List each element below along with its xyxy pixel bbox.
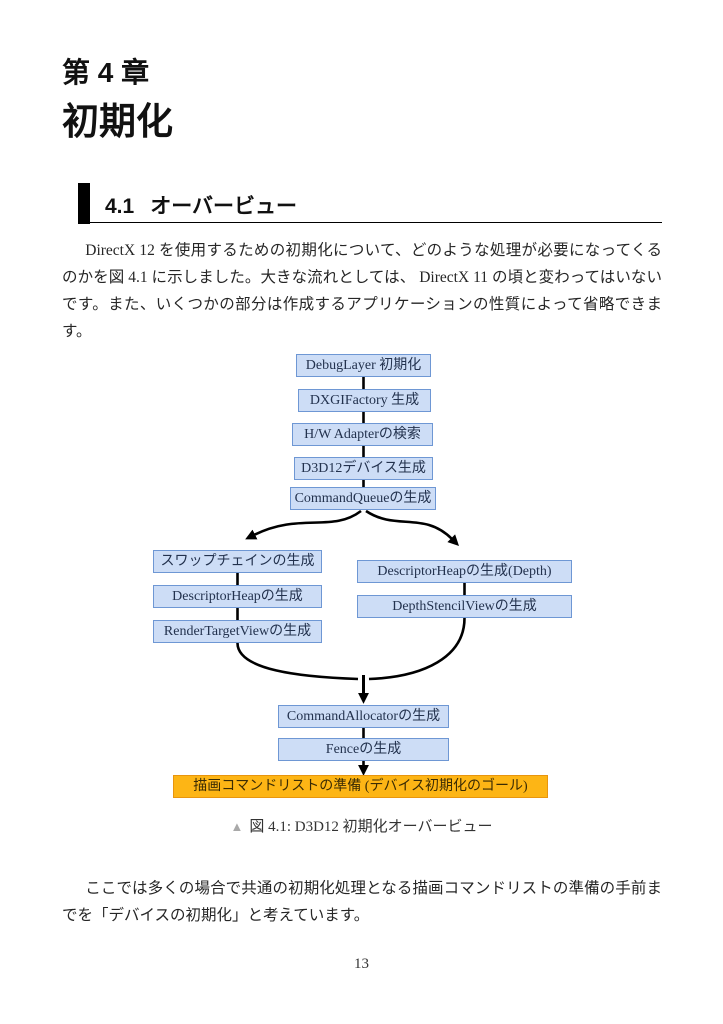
flow-node-debuglayer: DebugLayer 初期化: [296, 354, 431, 377]
figure-caption-text: 図 4.1: D3D12 初期化オーバービュー: [249, 819, 493, 835]
flow-node-swapchain: スワップチェインの生成: [153, 550, 322, 573]
flow-node-fence: Fenceの生成: [278, 738, 449, 761]
flow-node-dxgifactory: DXGIFactory 生成: [298, 389, 431, 412]
flow-node-rendertargetview: RenderTargetViewの生成: [153, 620, 322, 643]
flow-node-d3d12-device: D3D12デバイス生成: [294, 457, 433, 480]
page-number: 13: [354, 956, 369, 972]
section-title: 4.1 オーバービュー: [105, 190, 297, 220]
flow-node-commandqueue: CommandQueueの生成: [290, 487, 436, 510]
caption-triangle-icon: ▲: [230, 819, 244, 834]
flow-node-depthstencilview: DepthStencilViewの生成: [357, 595, 572, 618]
section-marker-bar: [78, 183, 90, 224]
intro-paragraph: DirectX 12 を使用するための初期化について、どのような処理が必要になっ…: [62, 242, 662, 340]
section-heading: 4.1 オーバービュー: [78, 183, 662, 224]
section-title-text: オーバービュー: [150, 195, 297, 218]
flow-node-commandallocator: CommandAllocatorの生成: [278, 705, 449, 728]
flow-node-descriptorheap-depth: DescriptorHeapの生成(Depth): [357, 560, 572, 583]
flow-node-hw-adapter: H/W Adapterの検索: [292, 423, 433, 446]
outro-paragraph: ここでは多くの場合で共通の初期化処理となる描画コマンドリストの準備の手前までを「…: [62, 880, 662, 924]
chapter-title: 初期化: [62, 101, 173, 142]
chapter-label: 第 4 章: [62, 57, 150, 88]
section-number: 4.1: [105, 195, 135, 218]
flow-node-goal: 描画コマンドリストの準備 (デバイス初期化のゴール): [173, 775, 548, 798]
figure-caption: ▲ 図 4.1: D3D12 初期化オーバービュー: [0, 815, 723, 836]
flow-node-descriptorheap: DescriptorHeapの生成: [153, 585, 322, 608]
